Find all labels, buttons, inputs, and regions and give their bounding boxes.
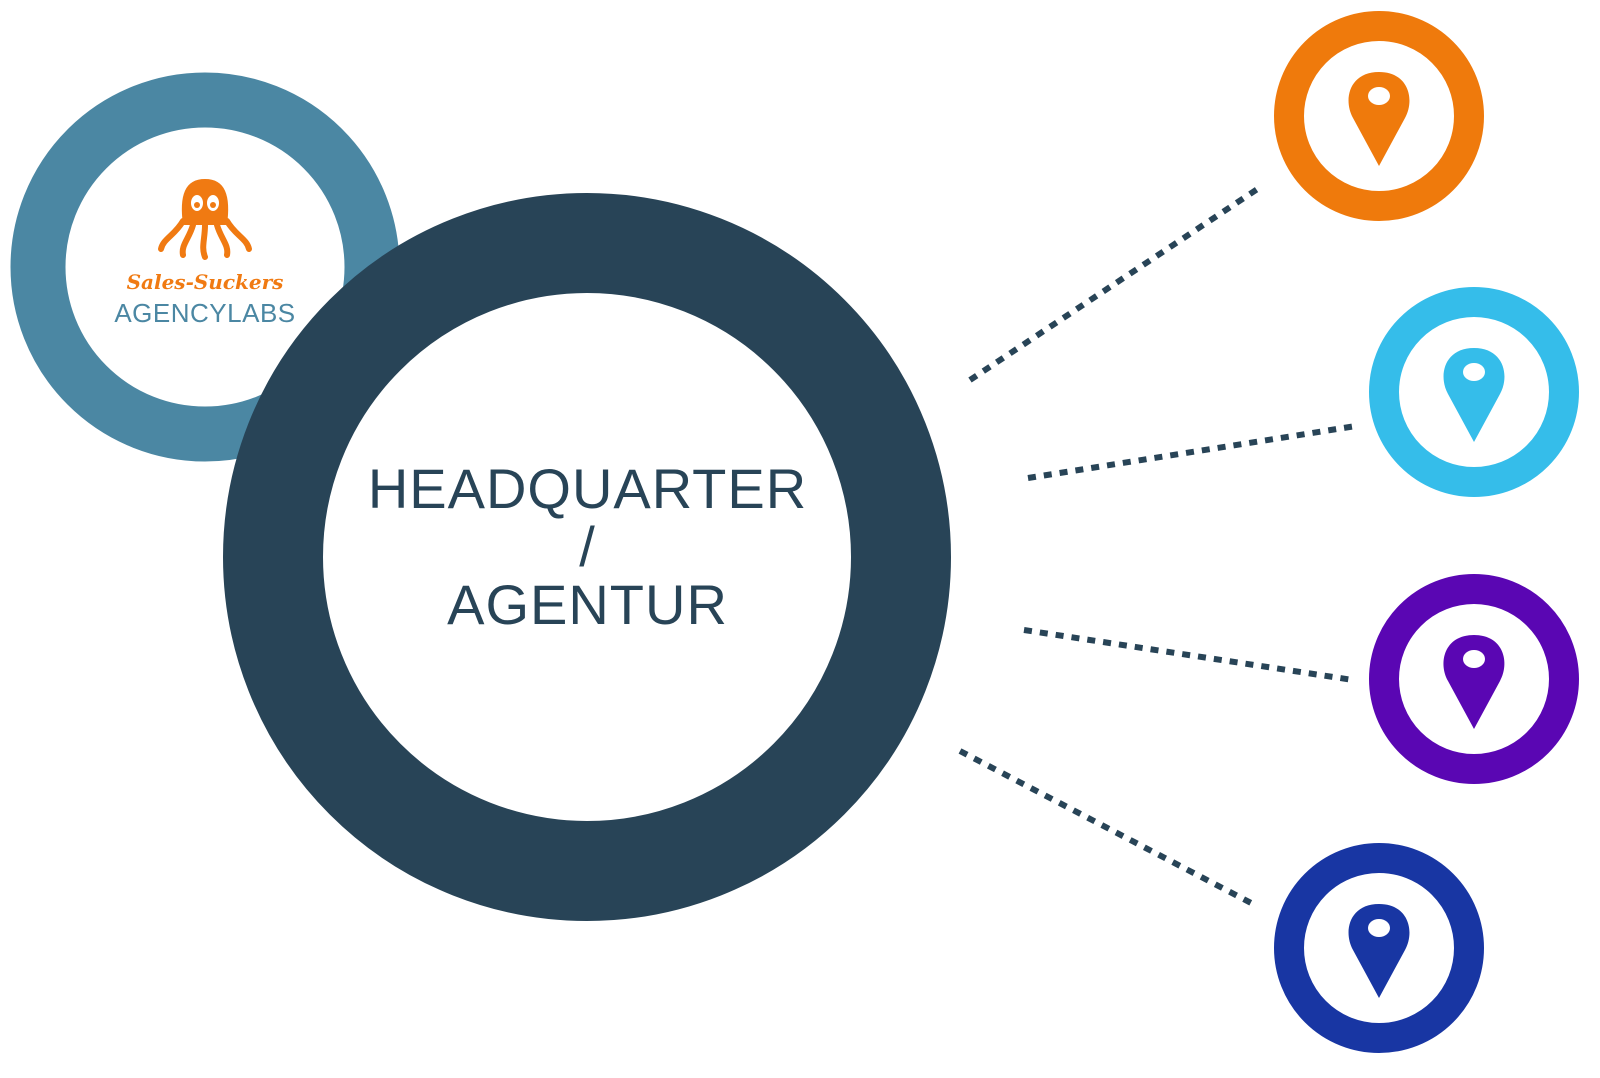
headquarter-ring	[223, 193, 951, 921]
headquarter-line-3: AGENTUR	[447, 573, 728, 636]
octopus-icon	[158, 179, 252, 260]
location-pin-icon	[1348, 904, 1410, 998]
connector-line	[968, 183, 1264, 383]
connector-line	[1023, 627, 1354, 683]
agency-brand-name: AGENCYLABS	[114, 298, 296, 328]
location-marker-1	[1274, 11, 1484, 221]
headquarter-label: HEADQUARTER / AGENTUR	[325, 460, 850, 634]
location-pin-icon	[1443, 348, 1505, 442]
connector-line	[958, 748, 1255, 907]
headquarter-line-2: /	[579, 515, 596, 578]
location-marker-2	[1369, 287, 1579, 497]
connector-line	[1027, 423, 1357, 481]
location-pin-icon	[1443, 635, 1505, 729]
location-marker-4	[1274, 843, 1484, 1053]
location-pin-icon	[1348, 72, 1410, 166]
agency-logo: Sales-Suckers AGENCYLABS	[70, 170, 340, 328]
headquarter-line-1: HEADQUARTER	[367, 457, 808, 520]
agency-brand-script: Sales-Suckers	[126, 270, 284, 294]
location-marker-3	[1369, 574, 1579, 784]
